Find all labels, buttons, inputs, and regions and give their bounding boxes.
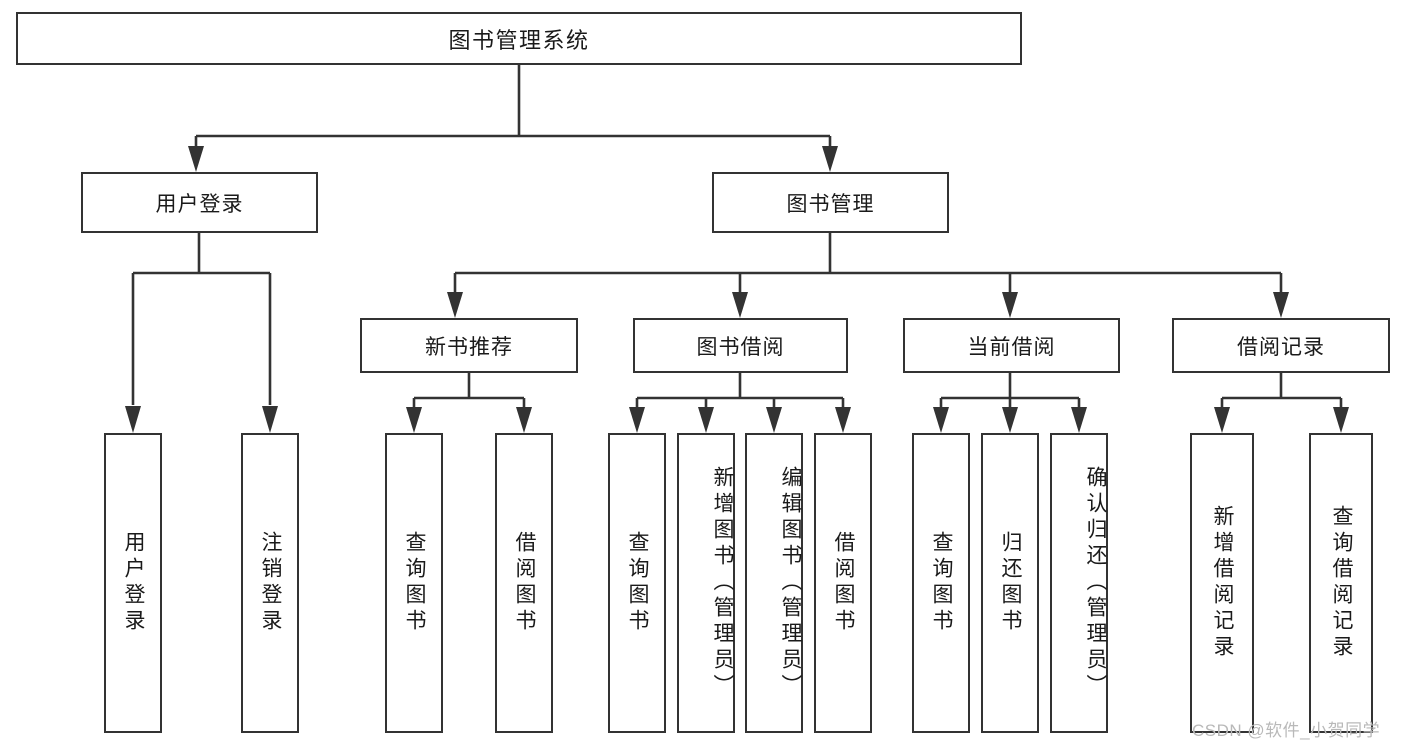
node-label: 新增图书（管理员）	[711, 466, 734, 700]
node-book-management[interactable]: 图书管理	[712, 172, 949, 233]
leaf-user-login-login[interactable]: 用户登录	[104, 433, 162, 733]
csdn-watermark: CSDN @软件_小贺同学	[1192, 721, 1381, 740]
node-label: 编辑图书（管理员）	[779, 466, 802, 700]
node-label: 图书借阅	[696, 335, 785, 359]
node-label: 注销登录	[259, 531, 283, 635]
node-label: 查询图书	[930, 531, 954, 635]
node-label: 查询图书	[403, 531, 427, 635]
leaf-user-login-logout[interactable]: 注销登录	[241, 433, 299, 733]
node-new-book-recommend[interactable]: 新书推荐	[360, 318, 578, 373]
node-label: 用户登录	[155, 192, 244, 216]
node-label: 借阅图书	[513, 531, 537, 635]
leaf-borrow-query-book[interactable]: 查询图书	[608, 433, 666, 733]
leaf-records-query-record[interactable]: 查询借阅记录	[1309, 433, 1373, 733]
node-label: 图书管理系统	[448, 27, 590, 53]
node-label: 当前借阅	[967, 335, 1056, 359]
node-label: 新增借阅记录	[1211, 505, 1235, 661]
leaf-borrow-edit-book-admin[interactable]: 编辑图书（管理员）	[745, 433, 803, 733]
leaf-current-confirm-return-admin[interactable]: 确认归还（管理员）	[1050, 433, 1108, 733]
leaf-recommend-borrow-book[interactable]: 借阅图书	[495, 433, 553, 733]
node-borrow-records[interactable]: 借阅记录	[1172, 318, 1390, 373]
leaf-current-return-book[interactable]: 归还图书	[981, 433, 1039, 733]
node-label: 确认归还（管理员）	[1084, 466, 1107, 700]
node-label: 用户登录	[122, 531, 146, 635]
node-user-login[interactable]: 用户登录	[81, 172, 318, 233]
leaf-recommend-query-book[interactable]: 查询图书	[385, 433, 443, 733]
node-label: 借阅图书	[832, 531, 856, 635]
node-label: 查询图书	[626, 531, 650, 635]
leaf-borrow-borrow-book[interactable]: 借阅图书	[814, 433, 872, 733]
node-label: 新书推荐	[425, 335, 513, 359]
node-label: 图书管理	[786, 192, 875, 216]
node-root-book-management-system[interactable]: 图书管理系统	[16, 12, 1022, 65]
leaf-borrow-add-book-admin[interactable]: 新增图书（管理员）	[677, 433, 735, 733]
leaf-records-add-record[interactable]: 新增借阅记录	[1190, 433, 1254, 733]
node-label: 借阅记录	[1237, 335, 1325, 359]
node-current-borrow[interactable]: 当前借阅	[903, 318, 1120, 373]
node-book-borrow[interactable]: 图书借阅	[633, 318, 848, 373]
leaf-current-query-book[interactable]: 查询图书	[912, 433, 970, 733]
node-label: 查询借阅记录	[1330, 505, 1354, 661]
node-label: 归还图书	[999, 531, 1023, 635]
